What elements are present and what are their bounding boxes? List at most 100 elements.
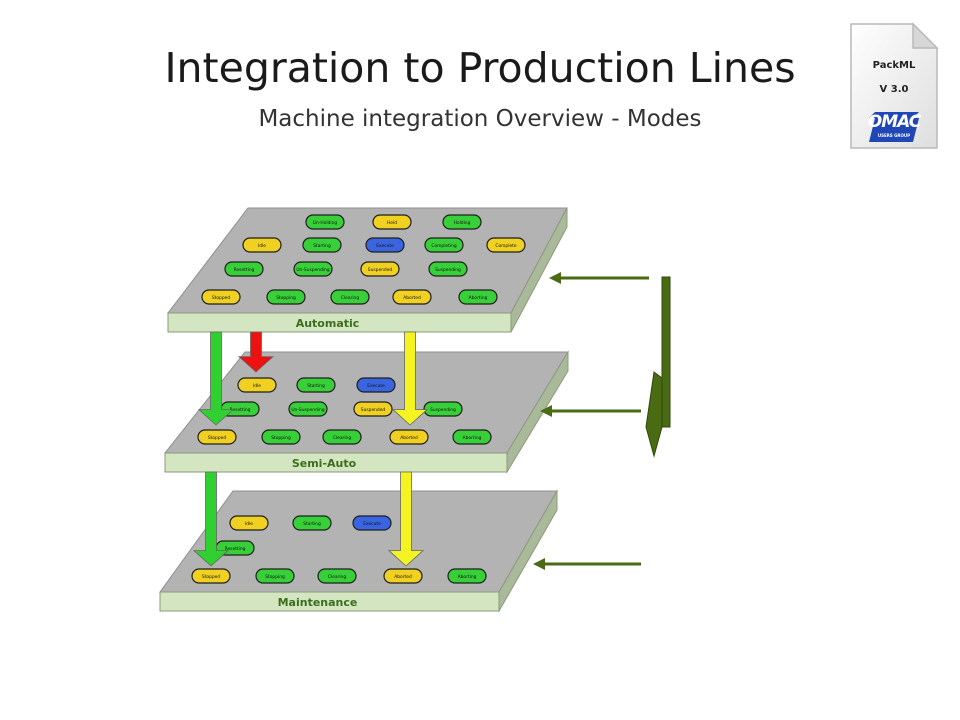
omac-logo-sub: USERS GROUP — [877, 133, 911, 138]
layer-right-face — [506, 350, 569, 474]
state-label: Resetting — [225, 546, 246, 552]
layer-right-face — [510, 207, 568, 333]
state-label: Suspended — [361, 407, 386, 413]
state-label: Aborting — [469, 295, 488, 301]
state-node: Starting — [292, 515, 332, 531]
state-node: Complete — [486, 237, 526, 253]
omac-logo-plate — [869, 112, 919, 118]
state-label: Held — [387, 220, 397, 226]
state-pill — [423, 401, 463, 417]
state-label: Starting — [313, 243, 331, 249]
state-label: Idle — [245, 521, 253, 527]
transition-arrow-red — [237, 331, 275, 373]
state-label: Holding — [454, 220, 471, 226]
state-node: Aborted — [392, 289, 432, 305]
state-pill — [428, 261, 468, 277]
state-node: Idle — [237, 377, 277, 393]
state-label: Suspending — [435, 267, 461, 273]
state-label: Suspended — [368, 267, 393, 273]
state-pill — [365, 237, 405, 253]
state-label: Starting — [307, 383, 325, 389]
state-node: Aborted — [383, 568, 423, 584]
state-node: Suspended — [353, 401, 393, 417]
state-label: Un-Suspending — [296, 267, 329, 273]
state-pill — [288, 401, 328, 417]
omac-logo: OMAC — [867, 112, 921, 132]
mode-switch-shaft — [661, 276, 671, 428]
state-node: Clearing — [317, 568, 357, 584]
state-node: Stopped — [201, 289, 241, 305]
state-pill — [237, 377, 277, 393]
state-pill — [442, 214, 482, 230]
state-label: Clearing — [333, 435, 351, 441]
state-pill — [292, 515, 332, 531]
state-pill — [255, 568, 295, 584]
state-pill — [447, 568, 487, 584]
state-pill — [352, 515, 392, 531]
state-node: Stopping — [266, 289, 306, 305]
state-pill — [305, 214, 345, 230]
document-icon — [850, 22, 939, 149]
state-pill — [458, 289, 498, 305]
state-node: Idle — [229, 515, 269, 531]
state-pill — [197, 429, 237, 445]
state-label: Stopping — [276, 295, 296, 301]
transition-arrow-green — [197, 331, 235, 426]
badge-line1: PackML — [872, 60, 916, 71]
badge-line2: V 3.0 — [879, 84, 909, 95]
state-label: Aborted — [403, 295, 421, 301]
layer-label: Automatic — [296, 317, 360, 330]
state-label: Aborting — [458, 574, 477, 580]
state-node: Starting — [302, 237, 342, 253]
state-pill — [356, 377, 396, 393]
state-label: Aborted — [400, 435, 418, 441]
state-node: Held — [372, 214, 412, 230]
state-pill — [486, 237, 526, 253]
state-label: Execute — [376, 243, 394, 249]
transition-arrow-green — [192, 471, 230, 567]
state-label: Clearing — [341, 295, 359, 301]
state-label: Clearing — [328, 574, 346, 580]
state-pill — [224, 261, 264, 277]
state-node: Completing — [424, 237, 464, 253]
state-pill — [372, 214, 412, 230]
state-label: Resetting — [234, 267, 255, 273]
state-node: Aborted — [389, 429, 429, 445]
state-label: Completing — [431, 243, 456, 249]
state-label: Complete — [495, 243, 516, 249]
state-label: Execute — [367, 383, 385, 389]
state-label: Starting — [303, 521, 321, 527]
state-pill — [322, 429, 362, 445]
state-pill — [330, 289, 370, 305]
layer-label: Semi-Auto — [292, 457, 357, 470]
state-label: Stopped — [202, 574, 220, 580]
transition-arrow-yellow — [387, 471, 425, 567]
slide-subtitle: Machine integration Overview - Modes — [258, 106, 702, 132]
state-node: Aborting — [452, 429, 492, 445]
state-pill — [392, 289, 432, 305]
state-node: Stopping — [255, 568, 295, 584]
state-node: Clearing — [322, 429, 362, 445]
state-label: Un-Suspending — [291, 407, 324, 413]
state-node: Stopped — [191, 568, 231, 584]
state-label: Aborted — [394, 574, 412, 580]
state-pill — [242, 237, 282, 253]
state-pill — [317, 568, 357, 584]
layer-label: Maintenance — [278, 596, 358, 609]
state-node: Idle — [242, 237, 282, 253]
state-pill — [229, 515, 269, 531]
state-pill — [452, 429, 492, 445]
packml-badge: PackML V 3.0 OMAC USERS GROUP — [847, 22, 941, 152]
state-node: Un-Suspending — [288, 401, 328, 417]
state-pill — [201, 289, 241, 305]
state-pill — [293, 261, 333, 277]
state-node: Un-Suspending — [293, 261, 333, 277]
state-pill — [360, 261, 400, 277]
state-pill — [191, 568, 231, 584]
state-node: Execute — [352, 515, 392, 531]
state-node: Un-Holding — [305, 214, 345, 230]
state-node: Execute — [356, 377, 396, 393]
